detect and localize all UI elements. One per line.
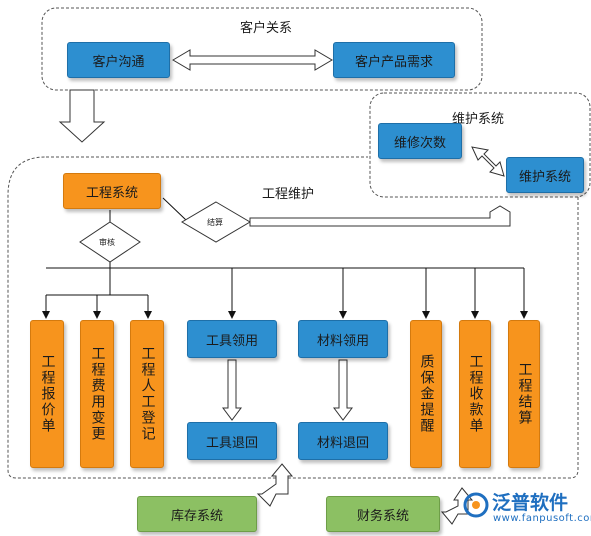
node-maintenance-system[interactable]: 维护系统 (506, 157, 584, 193)
maintenance-group-title: 维护系统 (452, 112, 505, 127)
tool-return-arrow (222, 359, 242, 421)
inventory-arrow (256, 463, 294, 507)
node-quote[interactable]: 工程报价单 (30, 320, 64, 468)
node-finance[interactable]: 财务系统 (326, 496, 440, 532)
maintenance-double-arrow (471, 146, 505, 177)
maintenance-group-frame (369, 92, 591, 198)
customer-double-arrow (172, 49, 333, 71)
engineering-group-frame (7, 156, 579, 479)
logo-name: 泛普软件 (492, 492, 569, 514)
engineering-group-title: 工程维护 (262, 187, 315, 202)
review-label: 审核 (99, 238, 115, 247)
node-repair-count[interactable]: 维修次数 (378, 123, 462, 159)
node-cost-change[interactable]: 工程费用变更 (80, 320, 114, 468)
customer-group-title: 客户关系 (240, 21, 293, 36)
node-collection[interactable]: 工程收款单 (459, 320, 491, 468)
node-labor-register[interactable]: 工程人工登记 (130, 320, 164, 468)
node-tool-return[interactable]: 工具退回 (187, 422, 277, 460)
node-engineering-system[interactable]: 工程系统 (63, 173, 161, 209)
node-tool-use[interactable]: 工具领用 (187, 320, 277, 358)
node-material-return[interactable]: 材料退回 (298, 422, 388, 460)
node-customer-comm[interactable]: 客户沟通 (67, 42, 170, 78)
settle-diamond (181, 201, 251, 243)
customer-group-frame (41, 7, 483, 91)
node-final-account[interactable]: 工程结算 (508, 320, 540, 468)
node-warranty[interactable]: 质保金提醒 (410, 320, 442, 468)
node-material-use[interactable]: 材料领用 (298, 320, 388, 358)
node-inventory[interactable]: 库存系统 (137, 496, 257, 532)
finance-arrow (440, 487, 474, 525)
node-customer-demand[interactable]: 客户产品需求 (333, 42, 455, 78)
settle-label: 结算 (207, 218, 223, 227)
material-return-arrow (333, 359, 353, 421)
logo-icon (463, 492, 489, 518)
customer-down-arrow (58, 89, 106, 143)
settle-to-maintenance-arrow (249, 205, 511, 227)
logo-url: www.fanpusoft.com (493, 513, 591, 524)
